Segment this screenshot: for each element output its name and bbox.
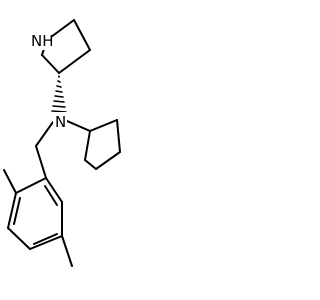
bond-c2-c3 <box>73 19 91 51</box>
cyclopentyl-bond-3 <box>95 151 121 170</box>
benzene-double-bond-3 <box>44 185 58 206</box>
benzene-bond-6 <box>45 177 63 203</box>
bond-ortho-methyl <box>3 169 17 194</box>
cyclopentyl-bond-5 <box>84 130 91 161</box>
bond-n1-c2 <box>46 19 75 41</box>
bond-ch2-aryl <box>35 145 47 179</box>
stereo-hashed-wedge-bond <box>51 75 67 113</box>
bond-c4-c5 <box>41 54 60 74</box>
benzene-double-bond-2 <box>33 233 58 245</box>
cyclopentyl-bond-1 <box>89 119 118 132</box>
pyrrolidine-nh-label: NH <box>31 32 54 50</box>
benzene-bond-4 <box>29 235 63 250</box>
amine-n-label: N <box>55 113 66 131</box>
benzene-ring <box>7 177 63 250</box>
atom-label-nh: NH <box>29 31 54 50</box>
bond-n-cyclopentyl <box>66 120 91 132</box>
bond-n-ch2 <box>35 121 54 147</box>
benzene-bond-3 <box>7 227 31 250</box>
benzene-bond-1 <box>15 177 47 194</box>
benzene-double-bond-1 <box>13 197 21 225</box>
atom-label-n: N <box>53 112 67 131</box>
molecule-diagram: NH N <box>3 19 121 267</box>
cyclopentyl-bond-4 <box>84 159 97 170</box>
cyclopentyl-ring <box>84 119 121 170</box>
bond-para-methyl <box>61 235 73 267</box>
benzene-bond-2 <box>7 192 17 229</box>
cyclopentyl-bond-2 <box>116 119 121 153</box>
bond-c3-c4 <box>58 49 91 74</box>
